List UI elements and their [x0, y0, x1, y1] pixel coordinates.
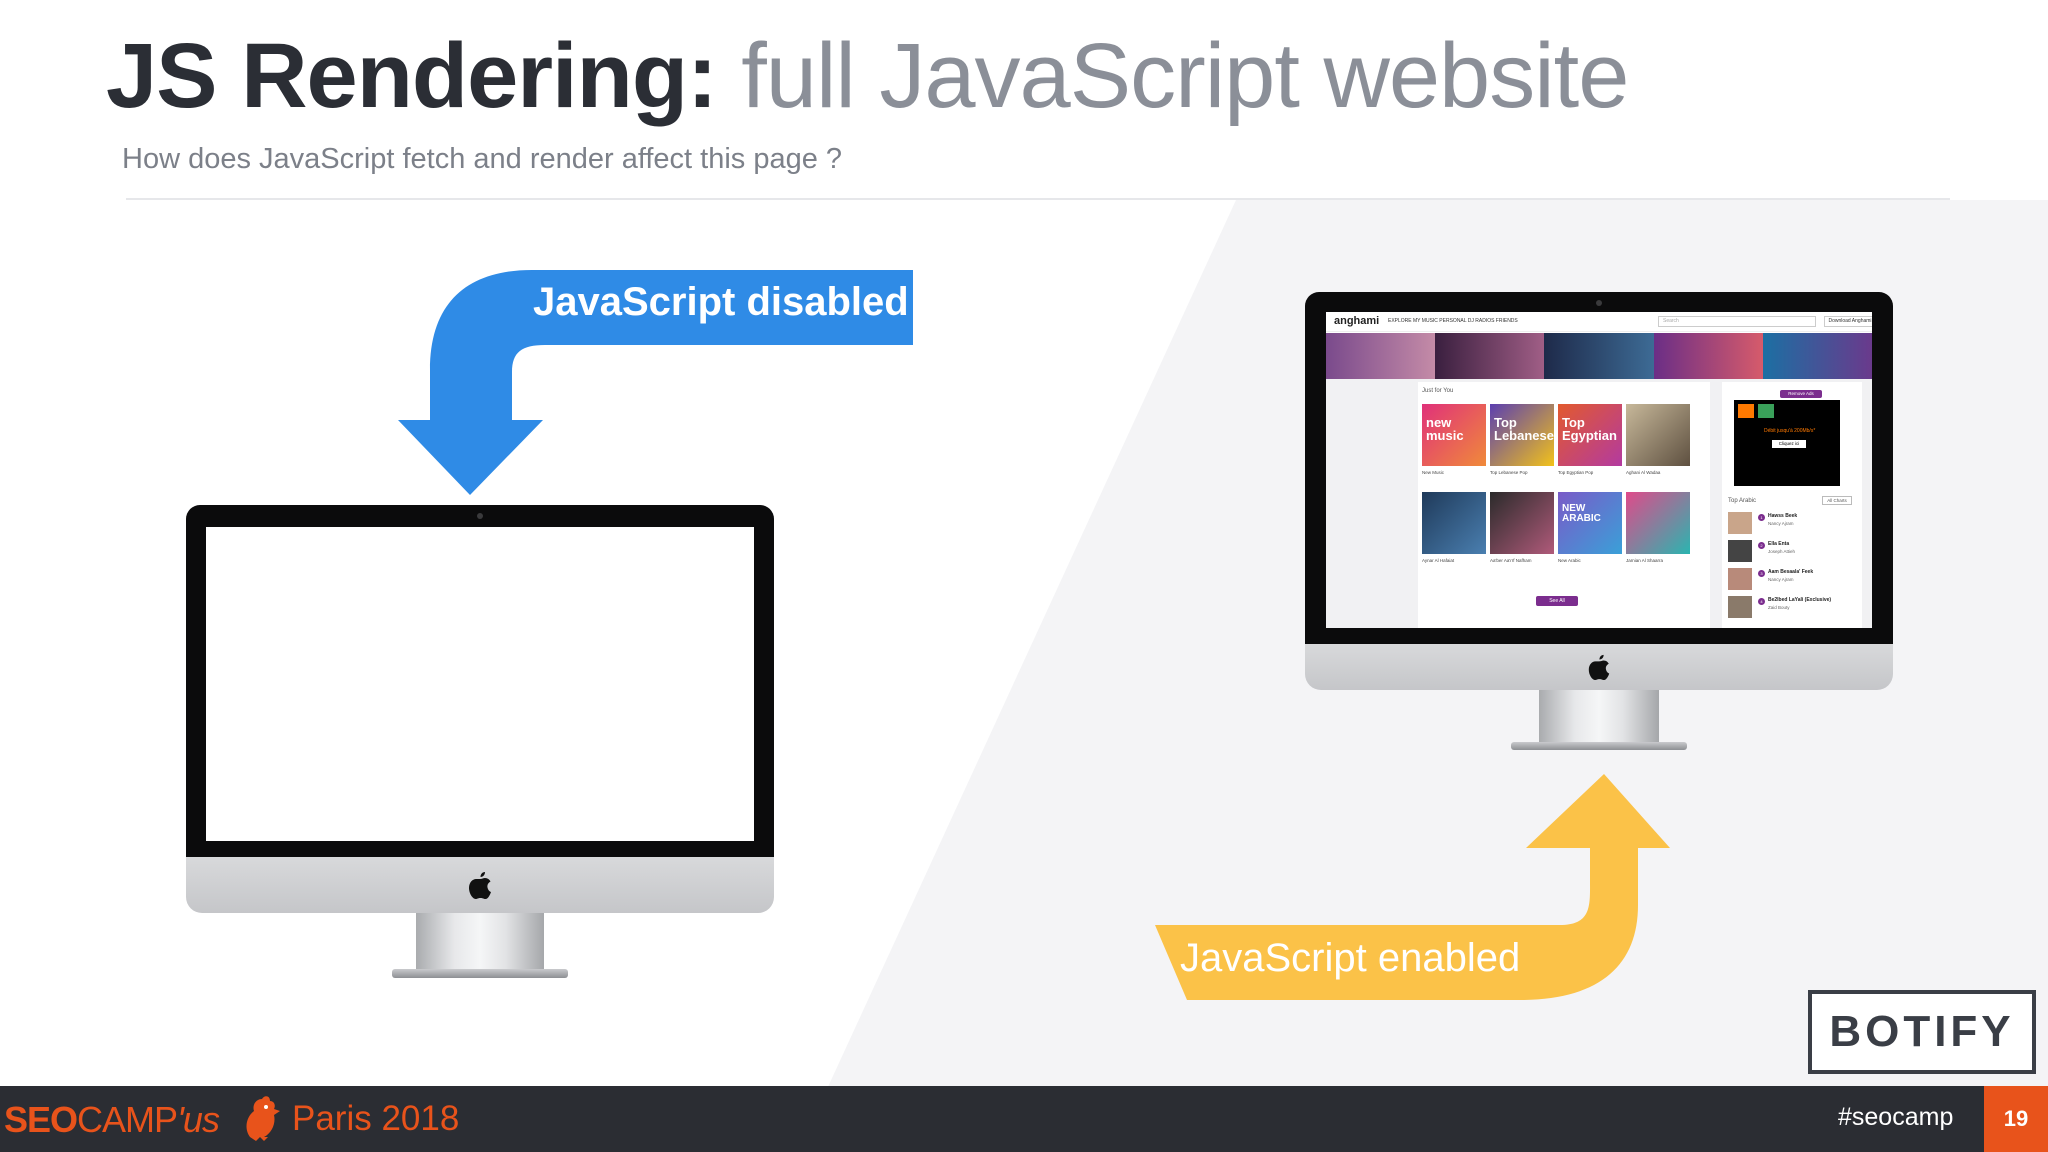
botify-logo: BOTIFY [1808, 990, 2036, 1074]
monitor-foot [392, 969, 568, 978]
site-logo[interactable]: anghami [1334, 315, 1380, 327]
camera-dot [1596, 300, 1602, 306]
chart-rank: 3 [1758, 570, 1765, 577]
botify-text: BOTIFY [1829, 1007, 2015, 1056]
title-light: full JavaScript website [741, 25, 1629, 127]
song-thumbnail [1728, 596, 1752, 618]
playlist-tile[interactable] [1626, 492, 1690, 554]
title-divider [126, 198, 1950, 200]
song-artist: Zaid Bouty [1768, 605, 1790, 610]
banner-slide[interactable] [1435, 333, 1545, 379]
chart-rank: 4 [1758, 598, 1765, 605]
tile-text: Top Lebanese [1494, 415, 1554, 443]
logo-seo: SEO [4, 1099, 78, 1140]
ad-logo [1758, 404, 1774, 418]
playlist-tile[interactable] [1626, 404, 1690, 466]
footer-bar [0, 1086, 2048, 1152]
section-title: Just for You [1422, 388, 1454, 394]
camera-dot [477, 513, 483, 519]
monitor-foot [1511, 742, 1687, 750]
tile-caption: Aynar Al Hafaiat [1422, 558, 1455, 563]
playlist-tile[interactable]: Top Egyptian [1558, 404, 1622, 466]
logo-us: 'us [177, 1099, 220, 1140]
song-thumbnail [1728, 568, 1752, 590]
footer-hashtag: #seocamp [1838, 1103, 1954, 1131]
site-navbar: anghami EXPLORE MY MUSIC PERSONAL DJ RAD… [1326, 312, 1872, 332]
tile-caption: Aa'ber Aa'rrf Nafham [1490, 558, 1532, 563]
song-thumbnail [1728, 540, 1752, 562]
chart-item[interactable]: 2 Ella Enta Joseph Attieh [1728, 538, 1858, 564]
monitor-js-enabled: anghami EXPLORE MY MUSIC PERSONAL DJ RAD… [1305, 292, 1893, 767]
apple-logo-icon [1588, 654, 1610, 680]
tile-text: NEW ARABIC [1562, 503, 1601, 524]
playlist-tile[interactable]: Top Lebanese [1490, 404, 1554, 466]
download-button[interactable]: Download Anghami [1824, 316, 1872, 327]
logo-camp: CAMP [77, 1099, 178, 1140]
ad-cta-button[interactable]: Cliquez ici [1772, 440, 1806, 448]
just-for-you-section: Just for You new music Top Lebanese Top … [1418, 382, 1710, 628]
chart-item[interactable]: 3 Aam Besaala' Feek Nancy Ajram [1728, 566, 1858, 592]
tile-text: new music [1426, 415, 1464, 443]
song-title: Be2lbed LaYali (Exclusive) [1768, 597, 1832, 603]
playlist-tile[interactable] [1490, 492, 1554, 554]
playlist-tile[interactable]: new music [1422, 404, 1486, 466]
monitor-stand [416, 913, 544, 969]
slide-title: JS Rendering: full JavaScript website [106, 25, 1629, 127]
site-search-input[interactable]: Search [1658, 316, 1816, 327]
song-title: Aam Besaala' Feek [1768, 569, 1814, 575]
playlist-tile[interactable] [1422, 492, 1486, 554]
chart-rank: 1 [1758, 514, 1765, 521]
banner-slide[interactable] [1762, 333, 1872, 379]
rooster-icon [246, 1096, 280, 1141]
page-number: 19 [1984, 1086, 2048, 1152]
anghami-website: anghami EXPLORE MY MUSIC PERSONAL DJ RAD… [1326, 312, 1872, 628]
tile-caption: New Arabic [1558, 558, 1581, 563]
sidebar: Remove Ads Débit jusqu'à 200Mb/s* Clique… [1722, 382, 1862, 628]
chart-rank: 2 [1758, 542, 1765, 549]
ad-logo [1738, 404, 1754, 418]
chart-item[interactable]: 4 Be2lbed LaYali (Exclusive) Zaid Bouty [1728, 594, 1858, 620]
song-thumbnail [1728, 512, 1752, 534]
song-title: Hawss Beek [1768, 513, 1798, 519]
tile-caption: New Music [1422, 470, 1445, 475]
slide-subtitle: How does JavaScript fetch and render aff… [122, 143, 843, 175]
song-title: Ella Enta [1768, 541, 1790, 547]
tile-caption: Top Egyptian Pop [1558, 470, 1594, 475]
tile-caption: Jarnian Al Shaarra [1626, 558, 1664, 563]
song-artist: Nancy Ajram [1768, 521, 1794, 526]
banner-slide[interactable] [1544, 333, 1654, 379]
playlist-tile[interactable]: NEW ARABIC [1558, 492, 1622, 554]
top-arabic-title: Top Arabic [1728, 498, 1757, 504]
rendered-screen: anghami EXPLORE MY MUSIC PERSONAL DJ RAD… [1326, 312, 1872, 628]
ad-text: Débit jusqu'à 200Mb/s* [1764, 428, 1816, 434]
song-artist: Nancy Ajram [1768, 577, 1794, 582]
monitor-stand [1539, 690, 1659, 742]
tile-caption: Top Lebanese Pop [1490, 470, 1528, 475]
hero-banner[interactable] [1326, 333, 1872, 379]
footer-event: Paris 2018 [292, 1099, 460, 1138]
all-charts-button[interactable]: All Charts [1822, 496, 1852, 505]
label-javascript-disabled: JavaScript disabled [533, 280, 909, 324]
site-nav-links[interactable]: EXPLORE MY MUSIC PERSONAL DJ RADIOS FRIE… [1388, 318, 1518, 324]
banner-slide[interactable] [1326, 333, 1436, 379]
advertisement[interactable]: Débit jusqu'à 200Mb/s* Cliquez ici [1734, 400, 1840, 486]
banner-slide[interactable] [1653, 333, 1763, 379]
monitor-js-disabled [186, 505, 774, 980]
tile-text: Top Egyptian [1562, 415, 1617, 443]
see-all-button[interactable]: See All [1536, 596, 1578, 606]
title-bold: JS Rendering: [106, 25, 718, 127]
chart-item[interactable]: 1 Hawss Beek Nancy Ajram [1728, 510, 1858, 536]
label-javascript-enabled: JavaScript enabled [1180, 936, 1521, 980]
tile-caption: Aghani Al Wadaa [1626, 470, 1661, 475]
blank-screen [206, 527, 754, 841]
remove-ads-button[interactable]: Remove Ads [1780, 390, 1822, 398]
seocampus-logo: SEOCAMP'us [4, 1099, 220, 1141]
song-artist: Joseph Attieh [1768, 549, 1796, 554]
apple-logo-icon [469, 872, 491, 899]
